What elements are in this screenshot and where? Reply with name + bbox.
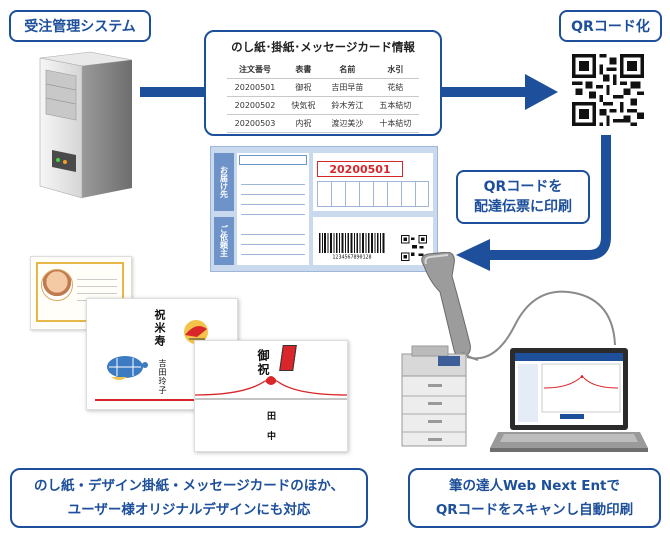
arrow-to-slip-icon bbox=[456, 135, 611, 271]
noshi-decoration bbox=[279, 345, 297, 371]
print-slip-line1: QRコードを bbox=[483, 179, 563, 195]
table-row: 20200502 快気祝 鈴木芳江 五本結切 bbox=[226, 96, 420, 115]
laptop-icon bbox=[490, 348, 648, 452]
scanner-cable-icon bbox=[466, 290, 616, 360]
delivery-slip: お届け先 ご依頼主 20200501 1234567890128 bbox=[210, 146, 438, 272]
auto-print-caption: 筆の達人Web Next Entで QRコードをスキャンし自動印刷 bbox=[408, 468, 661, 528]
table-cell: 20200502 bbox=[226, 96, 284, 115]
goshugi-name-line2: 中 bbox=[267, 432, 277, 442]
table-cell: 十本結切 bbox=[371, 114, 420, 133]
qr-code-text: QRコード化 bbox=[571, 19, 650, 35]
order-system-label: 受注管理システム bbox=[9, 10, 151, 42]
noshi-ribbon-icon bbox=[195, 376, 347, 400]
order-info-card: のし紙･掛紙･メッセージカード情報 注文番号 表書 名前 水引 20200501… bbox=[204, 30, 442, 136]
destination-label: お届け先 bbox=[214, 153, 234, 211]
table-cell: 快気祝 bbox=[283, 96, 324, 115]
col-header-omote: 表書 bbox=[283, 61, 324, 79]
table-cell: 20200503 bbox=[226, 114, 284, 133]
server-computer-icon bbox=[39, 51, 133, 199]
auto-print-line2: QRコードをスキャンし自動印刷 bbox=[435, 502, 634, 518]
col-header-mizuhiki: 水引 bbox=[371, 61, 420, 79]
design-support-caption: のし紙・デザイン掛紙・メッセージカードのほか、 ユーザー様オリジナルデザインにも… bbox=[10, 468, 368, 528]
design-support-line2: ユーザー様オリジナルデザインにも対応 bbox=[67, 502, 311, 518]
order-info-table: 注文番号 表書 名前 水引 20200501 御祝 吉田早苗 花結 202005… bbox=[226, 61, 420, 133]
barcode-digits: 1234567890128 bbox=[332, 255, 371, 260]
slip-sender-lines bbox=[241, 225, 305, 259]
print-slip-label: QRコードを 配達伝票に印刷 bbox=[456, 170, 590, 224]
beiju-title: 祝米寿 bbox=[153, 309, 166, 348]
design-support-line1: のし紙・デザイン掛紙・メッセージカードのほか、 bbox=[34, 478, 344, 494]
table-cell: 20200501 bbox=[226, 78, 284, 97]
print-slip-line2: 配達伝票に印刷 bbox=[474, 199, 572, 215]
slip-qr-icon bbox=[401, 235, 427, 261]
sender-label: ご依頼主 bbox=[214, 217, 234, 265]
barcode-icon: 1234567890128 bbox=[319, 233, 385, 259]
beiju-name: 吉田玲子 bbox=[158, 359, 167, 395]
crane-icon bbox=[184, 320, 208, 344]
photo-frame bbox=[36, 262, 124, 322]
table-cell: 渡辺美沙 bbox=[323, 114, 372, 133]
table-row: 20200503 内祝 渡辺美沙 十本結切 bbox=[226, 114, 420, 133]
goshugi-name-line1: 田 bbox=[267, 412, 277, 422]
table-cell: 五本結切 bbox=[371, 96, 420, 115]
qr-code-label: QRコード化 bbox=[559, 10, 662, 42]
table-cell: 吉田早苗 bbox=[323, 78, 372, 97]
qr-code-icon bbox=[572, 54, 644, 126]
printer-icon bbox=[401, 345, 467, 447]
baby-photo bbox=[41, 269, 73, 301]
slip-lines bbox=[241, 175, 305, 215]
beiju-red-line bbox=[95, 399, 227, 401]
table-cell: 内祝 bbox=[283, 114, 324, 133]
slip-grid bbox=[317, 181, 429, 207]
auto-print-line1: 筆の達人Web Next Entで bbox=[448, 478, 621, 494]
goshugi-title: 御祝 bbox=[256, 349, 270, 377]
goshugi-card: 御祝 田 中 bbox=[194, 340, 348, 452]
turtle-icon bbox=[107, 356, 148, 380]
order-system-text: 受注管理システム bbox=[24, 19, 136, 35]
table-row: 20200501 御祝 吉田早苗 花結 bbox=[226, 78, 420, 97]
order-number-box: 20200501 bbox=[317, 161, 403, 177]
col-header-order: 注文番号 bbox=[226, 61, 284, 79]
table-cell: 鈴木芳江 bbox=[323, 96, 372, 115]
slip-postal-boxes bbox=[239, 155, 307, 165]
info-card-title: のし紙･掛紙･メッセージカード情報 bbox=[231, 40, 415, 54]
table-header-row: 注文番号 表書 名前 水引 bbox=[226, 61, 420, 79]
table-cell: 花結 bbox=[371, 78, 420, 97]
table-cell: 御祝 bbox=[283, 78, 324, 97]
col-header-name: 名前 bbox=[323, 61, 372, 79]
barcode-scanner-icon bbox=[421, 252, 479, 361]
